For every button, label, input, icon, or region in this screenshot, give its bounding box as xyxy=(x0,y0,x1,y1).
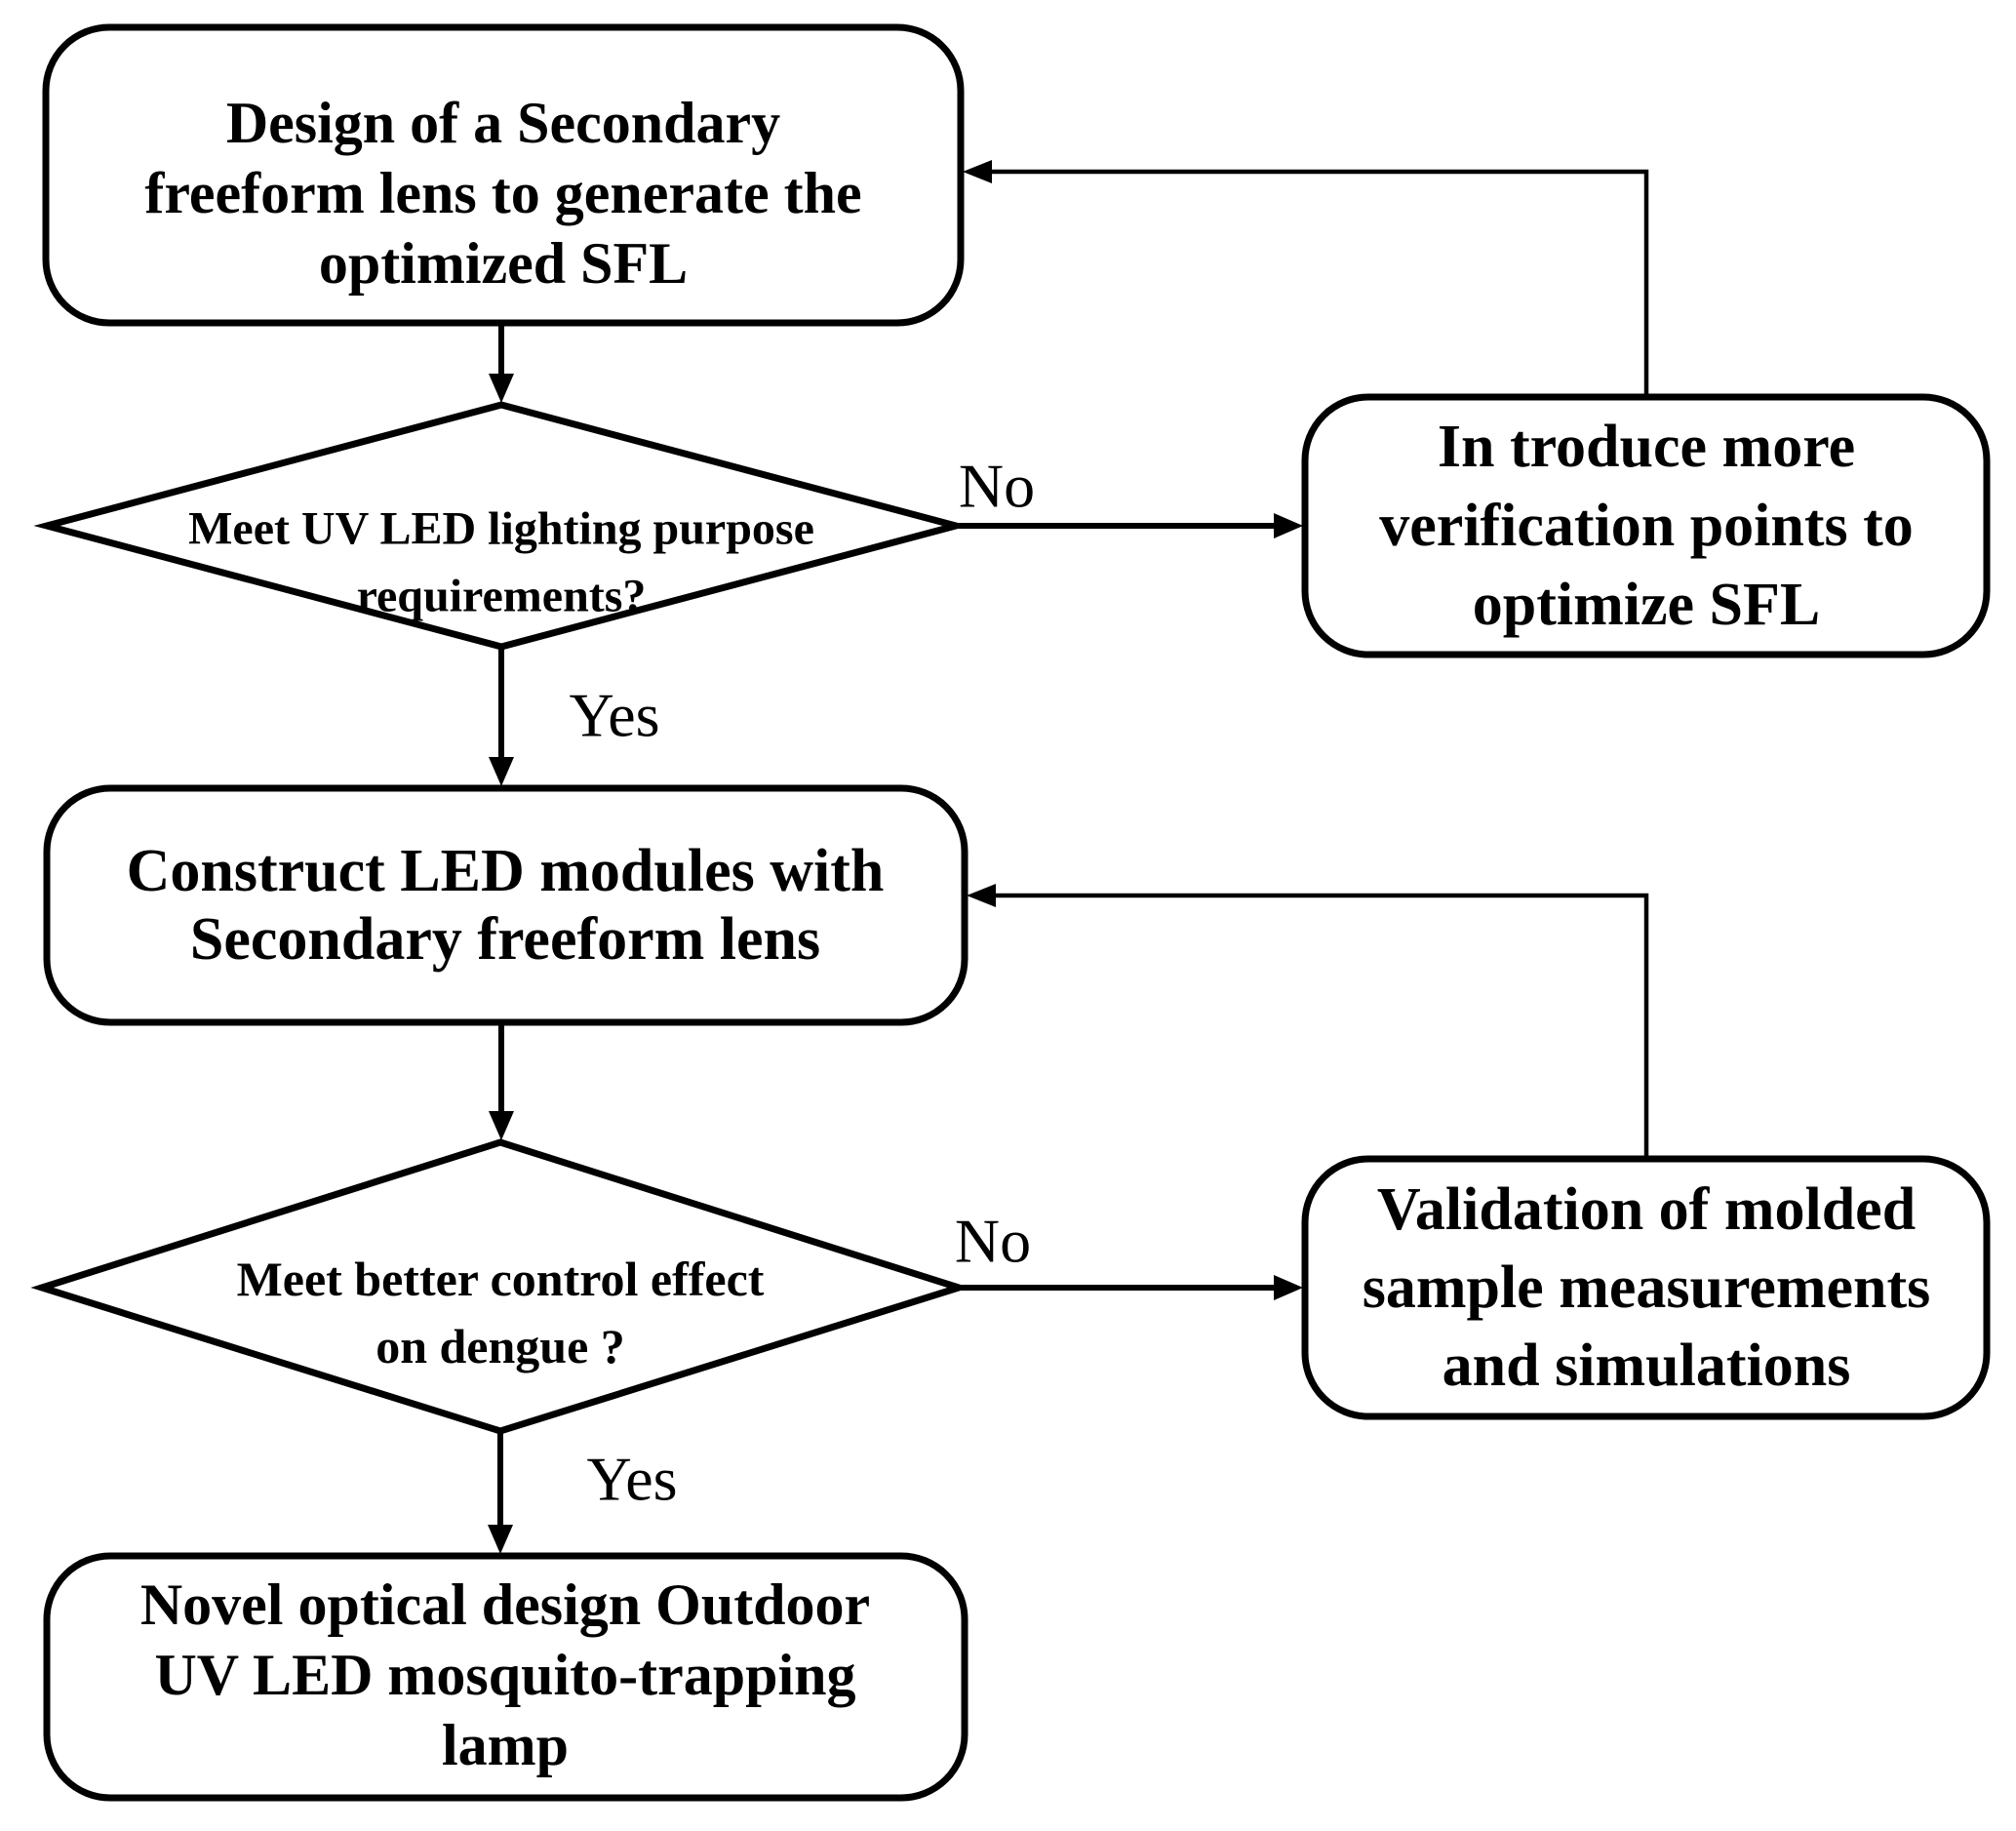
node-novel-lamp: Novel optical design Outdoor UV LED mosq… xyxy=(43,1552,968,1802)
arrow-design-to-decision1-head xyxy=(489,374,514,403)
node-decision-uv-requirements: Meet UV LED lighting purpose requirement… xyxy=(33,401,969,651)
design-sfl-text-line-3: optimized SFL xyxy=(319,231,688,296)
arrow-yes2-decision2-to-lamp xyxy=(488,1431,513,1554)
novel-lamp-text-line-2: UV LED mosquito-trapping xyxy=(154,1643,855,1707)
introduce-points-text-line-1: In troduce more xyxy=(1438,414,1855,480)
feedback-validation-to-construct-line xyxy=(994,893,1649,1159)
feedback-introduce-to-design-line xyxy=(990,169,1649,397)
feedback-introduce-to-design xyxy=(963,160,1649,397)
arrow-yes1-decision1-to-construct xyxy=(489,647,514,786)
feedback-validation-to-construct xyxy=(967,884,1649,1159)
arrow-no1-head xyxy=(1274,513,1303,538)
feedback-introduce-to-design-head xyxy=(963,160,992,183)
dengue-control-text-line-2: on dengue ? xyxy=(376,1319,625,1373)
arrow-no1-decision1-to-introduce xyxy=(956,513,1303,538)
uv-requirements-text-line-2: requirements? xyxy=(357,571,647,622)
node-decision-dengue-control: Meet better control effect on dengue ? xyxy=(30,1138,970,1435)
introduce-points-text-line-3: optimize SFL xyxy=(1473,572,1820,638)
design-sfl-text-line-2: freeform lens to generate the xyxy=(144,161,861,225)
arrow-no2-head xyxy=(1274,1275,1303,1300)
design-sfl-text-line-1: Design of a Secondary xyxy=(226,91,780,155)
edge-label-no-2: No xyxy=(955,1207,1031,1276)
arrow-construct-to-decision2 xyxy=(489,1022,514,1140)
edge-label-yes-2: Yes xyxy=(586,1445,677,1514)
node-validation: Validation of molded sample measurements… xyxy=(1301,1155,1991,1420)
validation-text-line-3: and simulations xyxy=(1443,1333,1851,1399)
arrow-construct-to-decision2-head xyxy=(489,1111,514,1140)
introduce-points-text-line-2: verification points to xyxy=(1379,493,1914,559)
edge-label-no-1: No xyxy=(959,452,1035,521)
novel-lamp-text-line-3: lamp xyxy=(442,1713,569,1777)
arrow-yes1-head xyxy=(489,757,514,786)
node-introduce-points: In troduce more verification points to o… xyxy=(1301,393,1991,658)
process-box-novel-lamp xyxy=(43,1552,968,1802)
novel-lamp-text-line-1: Novel optical design Outdoor xyxy=(140,1572,870,1637)
validation-text-line-2: sample measurements xyxy=(1363,1254,1931,1321)
arrow-no2-decision2-to-validation xyxy=(959,1275,1303,1300)
node-construct-modules: Construct LED modules with Secondary fre… xyxy=(43,784,968,1026)
node-design-sfl: Design of a Secondary freeform lens to g… xyxy=(42,23,965,327)
uv-requirements-text-line-1: Meet UV LED lighting purpose xyxy=(188,503,814,555)
dengue-control-text-line-1: Meet better control effect xyxy=(237,1252,765,1306)
edge-label-yes-1: Yes xyxy=(569,681,659,750)
feedback-validation-to-construct-head xyxy=(967,884,996,907)
validation-text-line-1: Validation of molded xyxy=(1377,1176,1916,1243)
arrow-yes2-head xyxy=(488,1525,513,1554)
arrow-design-to-decision1 xyxy=(489,323,514,403)
construct-modules-text-line-2: Secondary freeform lens xyxy=(190,906,820,973)
process-box-construct-modules xyxy=(43,784,968,1026)
construct-modules-text-line-1: Construct LED modules with xyxy=(127,838,885,904)
